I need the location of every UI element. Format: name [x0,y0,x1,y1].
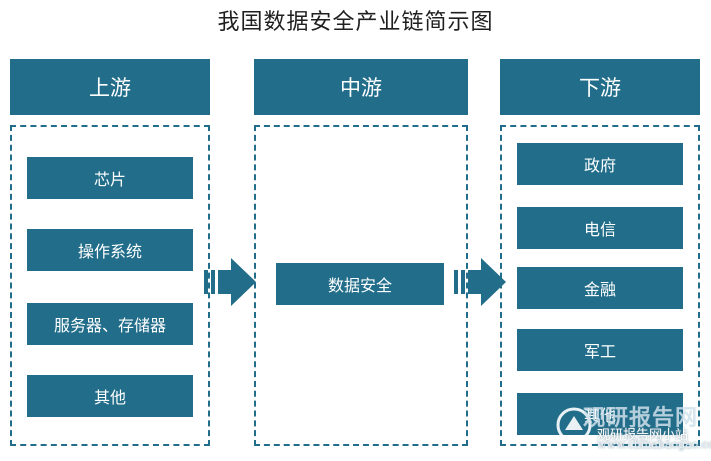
midstream-box: 数据安全 [254,125,468,446]
diagram-title: 我国数据安全产业链简示图 [217,10,494,35]
upstream-header: 上游 [10,59,210,115]
arrow-right-icon [454,258,506,306]
midstream-header: 中游 [254,59,468,115]
watermark-site-name: 观研报告网小站 [597,428,689,443]
downstream-header: 下游 [500,59,700,115]
downstream-item-government: 政府 [517,143,683,185]
downstream-box: 政府 电信 金融 军工 其他 [500,125,700,446]
downstream-item-telecom: 电信 [517,207,683,249]
watermark-brand: 观研报告网 [583,405,699,431]
arrow-right-icon [204,258,256,306]
upstream-item-server-storage: 服务器、存储器 [27,303,193,345]
upstream-item-os: 操作系统 [27,229,193,271]
upstream-box: 芯片 操作系统 服务器、存储器 其他 [10,125,210,446]
watermark-url: www.chinabaogao.com [597,438,711,451]
watermark: 观研报告网 观研报告网小站 www.chinabaogao.com [555,400,711,456]
brand-logo-icon [556,407,592,443]
midstream-item-data-security: 数据安全 [276,263,444,305]
downstream-item-military: 军工 [517,329,683,371]
downstream-item-finance: 金融 [517,267,683,309]
downstream-item-other: 其他 [517,393,683,435]
upstream-item-chip: 芯片 [27,157,193,199]
upstream-item-other: 其他 [27,375,193,417]
